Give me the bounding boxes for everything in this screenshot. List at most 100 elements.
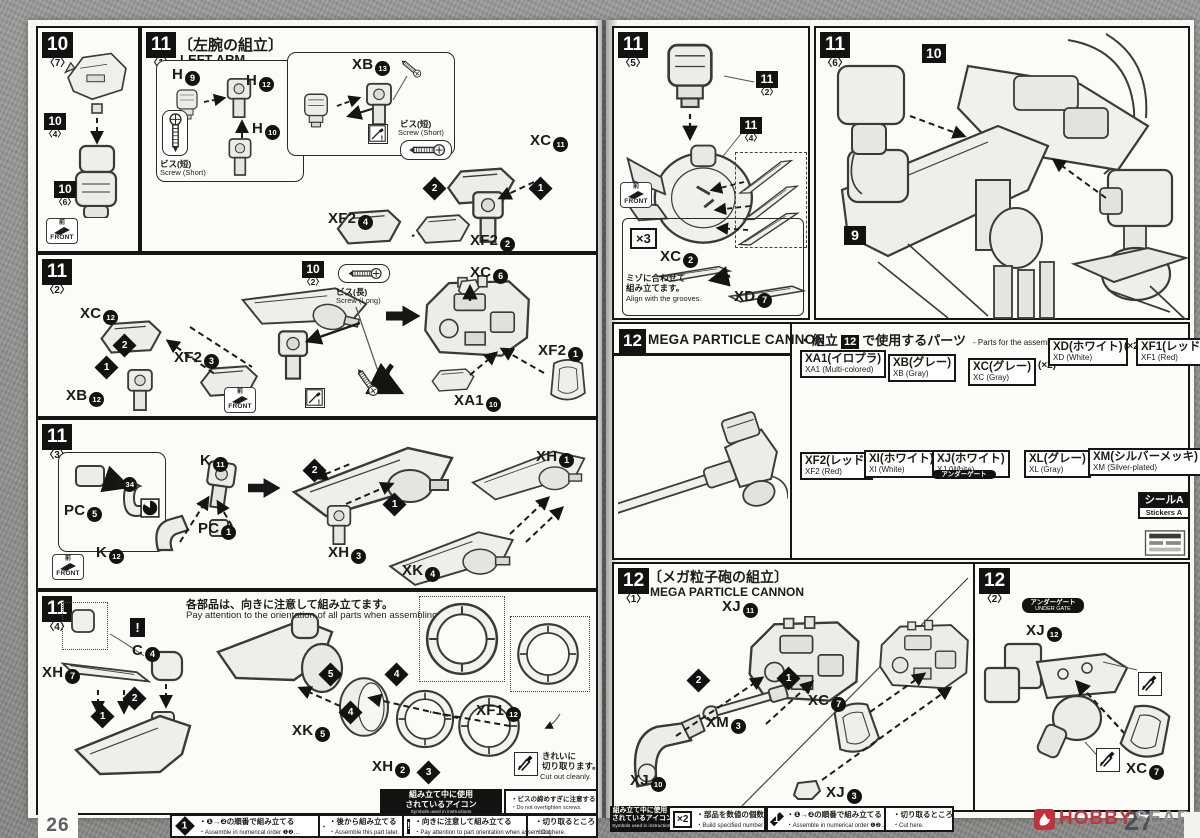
head-assembly-illustration bbox=[64, 52, 127, 218]
runner-xf1: XF1(レッド)XF1 (Red) bbox=[1136, 338, 1200, 367]
runner-xd: XD(ホワイト)XD (White) bbox=[1048, 338, 1128, 367]
legend-strip-left: 1 ・❶→❷の順番で組み立てる・Assemble in numerical or… bbox=[170, 814, 598, 838]
hobby-search-logo-icon bbox=[1034, 808, 1055, 830]
orientation-warning-icon: ! bbox=[407, 818, 411, 834]
legend-order: 1 ・❶→❷の順番で組み立てる・Assemble in numerical or… bbox=[766, 806, 887, 832]
step-title-jp: 〔メガ粒子砲の組立〕 bbox=[648, 569, 788, 585]
screw-short-label-jp: ビス(短) bbox=[160, 159, 192, 169]
ref-badge-10: 10 bbox=[922, 44, 946, 63]
header-underline bbox=[614, 353, 790, 356]
fin-detail-box bbox=[735, 152, 807, 248]
parts-divider bbox=[790, 324, 792, 558]
hobby-search-watermark: HOBBY SEARCH bbox=[1034, 808, 1200, 830]
undergate-cut-icon-2 bbox=[1096, 748, 1120, 772]
brand-hobby: HOBBY bbox=[1059, 808, 1133, 829]
runner-xc-sprue bbox=[966, 386, 1058, 460]
legend-later: ・後から組み立てる・Assemble this part later. bbox=[318, 816, 402, 836]
runner-xd-sprue bbox=[1050, 364, 1132, 452]
mobile-armor-illustration bbox=[836, 33, 1190, 320]
orientation-detail-box bbox=[62, 602, 108, 650]
legend-strip-right: 組み立て中に使用 されているアイコン Symbols used in instr… bbox=[610, 806, 954, 832]
runner-xa1: XA1(イロプラ)XA1 (Multi-colored) bbox=[800, 350, 887, 379]
step-badge-11-6: 11 〈6〉 bbox=[820, 32, 851, 70]
front-orientation-icon: 前 FRONT bbox=[46, 218, 78, 244]
screw-short-pill bbox=[400, 140, 452, 160]
groove-note-jp1: ミゾに合わせて bbox=[626, 273, 686, 283]
groove-note-jp2: 組み立てます。 bbox=[626, 283, 685, 293]
cut-cleanly-en: Cut out cleanly. bbox=[540, 772, 592, 781]
runner-xb: XB(グレー)XB (Gray) bbox=[888, 354, 957, 383]
x2-icon: ×2 bbox=[673, 810, 693, 828]
next-page-number-ghost: 27 bbox=[1124, 806, 1155, 836]
cut-cleanly-jp1: きれいに bbox=[542, 751, 577, 761]
step-badge-11-5: 11 〈5〉 bbox=[618, 32, 649, 70]
quantity-x3-box: ×3 bbox=[630, 228, 657, 249]
inline-badge-12: 12 bbox=[841, 335, 860, 349]
front-orientation-icon: 前 FRONT bbox=[224, 387, 256, 413]
step-badge-12-1: 12 〈1〉 bbox=[618, 568, 650, 606]
runner-xl-sprue bbox=[1022, 476, 1088, 554]
step-badge-11-2: 11 〈2〉 bbox=[42, 259, 73, 297]
runner-xi: XI(ホワイト)XI (White) bbox=[864, 450, 939, 479]
step-badge-11-4: 11 〈4〉 bbox=[42, 596, 73, 634]
runner-xm: XM(シルバーメッキ)XM (Silver-plated) bbox=[1088, 448, 1200, 477]
orientation-note-jp: 各部品は、向きに注意して組み立てます。 bbox=[186, 599, 394, 611]
brand-search: SEARCH bbox=[1134, 808, 1200, 829]
screw-short-label-en: Screw (Short) bbox=[160, 168, 206, 177]
runner-xc-qty: (×2) bbox=[1038, 360, 1056, 371]
runner-xf1-sprue bbox=[1138, 364, 1188, 450]
ring-detail-box-2 bbox=[510, 616, 590, 692]
legend-cut: ・切り取るところ・Cut here. bbox=[884, 806, 954, 832]
screw-short2-label-en: Screw (Short) bbox=[398, 128, 444, 137]
ref-badge-11-2: 11 〈2〉 bbox=[756, 71, 778, 97]
step-substep: 〈7〉 bbox=[44, 58, 71, 69]
ref-badge-10-4: 10 〈4〉 bbox=[44, 113, 66, 139]
assemble-later-icon bbox=[323, 819, 325, 834]
xb13-illustration bbox=[304, 57, 423, 128]
order-diamond-icon: 1 bbox=[175, 816, 195, 836]
runner-xj-undergate-tag: アンダーゲート bbox=[932, 470, 996, 480]
ring-detail-box-1 bbox=[419, 596, 505, 682]
screw-warning-icon bbox=[305, 388, 325, 408]
fin-subassembly-box bbox=[622, 218, 804, 316]
groove-note-en: Align with the grooves. bbox=[626, 294, 702, 303]
orientation-note-en: Pay attention to the orientation of all … bbox=[186, 610, 441, 621]
front-orientation-icon: 前 FRONT bbox=[620, 182, 652, 208]
ref-badge-9: 9 bbox=[844, 226, 866, 245]
overtighten-warning-cell: ・ビスの締めすぎに注意する ・Do not overtighten screws… bbox=[504, 789, 598, 815]
runner-xf2-sprue bbox=[800, 478, 860, 552]
legend-order: 1 ・❶→❷の順番で組み立てる・Assemble in numerical or… bbox=[172, 816, 318, 836]
front-orientation-icon: 前 FRONT bbox=[52, 554, 84, 580]
thruster-assembly-illustration bbox=[60, 609, 561, 776]
panel-step-10-7: 10 〈7〉 10 〈4〉 10 〈6〉 前 FRONT bbox=[36, 26, 140, 253]
screw-long-pill bbox=[338, 264, 390, 283]
forearm-assembly-illustration bbox=[336, 167, 535, 245]
under-gate-tag: アンダーゲート UNDER GATE bbox=[1022, 598, 1084, 614]
